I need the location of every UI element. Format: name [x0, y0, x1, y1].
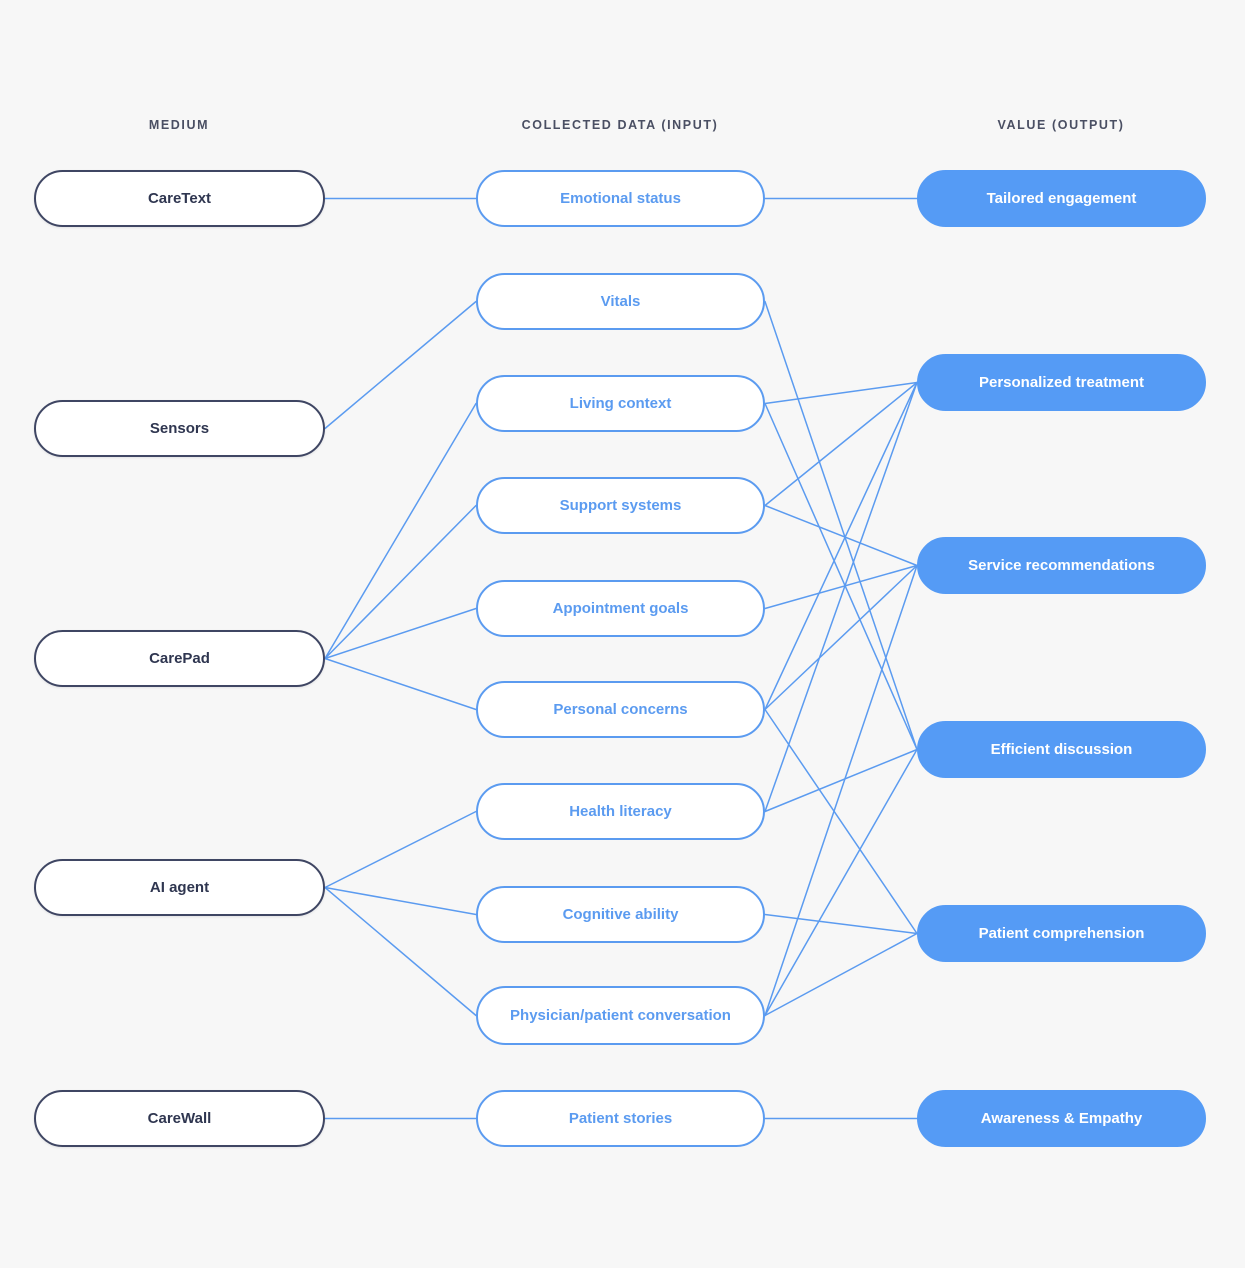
edge-aiagent-to-conversation: [324, 886, 477, 1017]
node-label-appointment: Appointment goals: [552, 599, 689, 617]
node-label-engagement: Tailored engagement: [986, 189, 1137, 207]
node-concerns[interactable]: Personal concerns: [476, 681, 765, 738]
edge-carepad-to-concerns: [324, 657, 477, 711]
column-header-output: VALUE (OUTPUT): [997, 118, 1125, 132]
node-aiagent[interactable]: AI agent: [34, 859, 325, 916]
node-label-cognitive: Cognitive ability: [562, 905, 679, 923]
node-label-living: Living context: [569, 394, 672, 412]
edge-conversation-to-recommendations: [764, 564, 918, 1017]
column-header-input: COLLECTED DATA (INPUT): [521, 118, 719, 132]
edge-living-to-discussion: [764, 402, 918, 751]
node-label-support: Support systems: [559, 496, 682, 514]
edge-vitals-to-discussion: [764, 300, 918, 751]
node-label-carepad: CarePad: [149, 649, 210, 667]
node-cognitive[interactable]: Cognitive ability: [476, 886, 765, 943]
edge-concerns-to-comprehension: [764, 708, 918, 935]
node-label-treatment: Personalized treatment: [978, 373, 1145, 391]
edge-carepad-to-appointment: [324, 607, 477, 660]
node-awareness[interactable]: Awareness & Empathy: [917, 1090, 1206, 1147]
edge-conversation-to-discussion: [764, 748, 918, 1017]
edge-concerns-to-recommendations: [764, 564, 918, 711]
edge-cognitive-to-comprehension: [764, 913, 918, 935]
column-header-medium: MEDIUM: [148, 118, 210, 132]
edge-living-to-treatment: [764, 381, 918, 405]
node-label-comprehension: Patient comprehension: [978, 924, 1145, 942]
node-carewall[interactable]: CareWall: [34, 1090, 325, 1147]
node-sensors[interactable]: Sensors: [34, 400, 325, 457]
node-label-caretext: CareText: [147, 189, 212, 207]
node-living[interactable]: Living context: [476, 375, 765, 432]
node-vitals[interactable]: Vitals: [476, 273, 765, 330]
edge-support-to-recommendations: [764, 504, 918, 567]
edge-literacy-to-discussion: [764, 748, 918, 813]
node-label-sensors: Sensors: [149, 419, 210, 437]
node-label-carewall: CareWall: [147, 1109, 212, 1127]
node-label-concerns: Personal concerns: [553, 700, 688, 718]
node-appointment[interactable]: Appointment goals: [476, 580, 765, 637]
edge-support-to-treatment: [764, 381, 918, 507]
node-label-emotional: Emotional status: [560, 189, 681, 207]
edge-conversation-to-comprehension: [764, 932, 918, 1017]
node-stories[interactable]: Patient stories: [476, 1090, 765, 1147]
edge-literacy-to-treatment: [764, 381, 918, 813]
node-conversation[interactable]: Physician/patient conversation: [476, 986, 765, 1045]
node-label-recommendations: Service recommendations: [968, 556, 1155, 574]
node-label-discussion: Efficient discussion: [990, 740, 1133, 758]
node-label-awareness: Awareness & Empathy: [980, 1109, 1143, 1127]
edge-concerns-to-treatment: [764, 381, 918, 711]
node-label-vitals: Vitals: [600, 292, 641, 310]
edge-aiagent-to-literacy: [324, 810, 477, 889]
node-engagement[interactable]: Tailored engagement: [917, 170, 1206, 227]
node-comprehension[interactable]: Patient comprehension: [917, 905, 1206, 962]
node-caretext[interactable]: CareText: [34, 170, 325, 227]
node-emotional[interactable]: Emotional status: [476, 170, 765, 227]
node-label-stories: Patient stories: [568, 1109, 673, 1127]
edge-appointment-to-recommendations: [764, 564, 918, 610]
node-label-literacy: Health literacy: [569, 802, 672, 820]
node-label-aiagent: AI agent: [149, 878, 210, 896]
node-literacy[interactable]: Health literacy: [476, 783, 765, 840]
node-label-conversation: Physician/patient conversation: [510, 1006, 731, 1024]
node-treatment[interactable]: Personalized treatment: [917, 354, 1206, 411]
edge-carepad-to-living: [324, 402, 477, 660]
edge-sensors-to-vitals: [324, 300, 477, 430]
node-recommendations[interactable]: Service recommendations: [917, 537, 1206, 594]
edge-aiagent-to-cognitive: [324, 886, 477, 916]
node-support[interactable]: Support systems: [476, 477, 765, 534]
node-carepad[interactable]: CarePad: [34, 630, 325, 687]
node-discussion[interactable]: Efficient discussion: [917, 721, 1206, 778]
edge-carepad-to-support: [324, 504, 477, 660]
